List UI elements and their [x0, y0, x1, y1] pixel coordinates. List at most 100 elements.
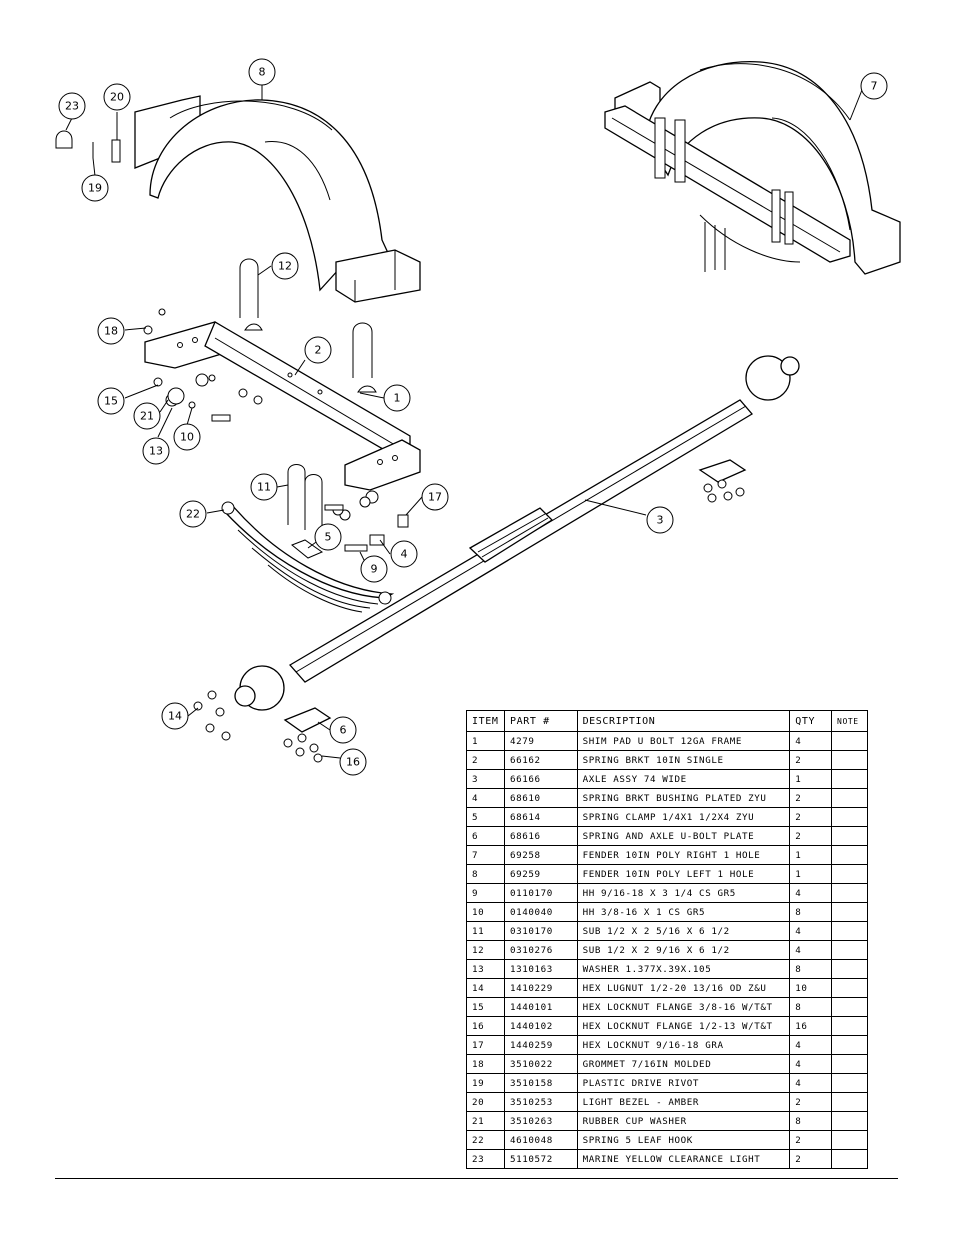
bom-cell-note: [831, 997, 868, 1017]
bom-cell-item: 6: [466, 826, 505, 846]
callout-3: 3: [646, 506, 674, 534]
bom-cell-note: [831, 788, 868, 808]
bom-cell-description: HEX LOCKNUT 9/16-18 GRA: [576, 1035, 791, 1055]
bom-cell-item: 18: [466, 1054, 505, 1074]
bom-cell-qty: 2: [789, 807, 833, 827]
bom-cell-description: SPRING CLAMP 1/4X1 1/2X4 ZYU: [576, 807, 791, 827]
bom-cell-part: 68610: [503, 788, 578, 808]
bom-cell-item: 16: [466, 1016, 505, 1036]
bom-cell-part: 68616: [503, 826, 578, 846]
bom-cell-part: 1440102: [503, 1016, 578, 1036]
bom-cell-description: AXLE ASSY 74 WIDE: [576, 769, 791, 789]
callout-8: 8: [248, 58, 276, 86]
bom-cell-item: 8: [466, 864, 505, 884]
callout-20: 20: [103, 83, 131, 111]
svg-text:19: 19: [88, 182, 102, 195]
callout-13: 13: [142, 437, 170, 465]
bom-cell-note: [831, 978, 868, 998]
bom-cell-item: 5: [466, 807, 505, 827]
u-bolts: [239, 258, 373, 530]
bom-cell-note: [831, 1035, 868, 1055]
bom-cell-note: [831, 902, 868, 922]
bom-cell-item: 13: [466, 959, 505, 979]
bom-cell-item: 2: [466, 750, 505, 770]
svg-text:2: 2: [315, 344, 322, 357]
bom-cell-description: PLASTIC DRIVE RIVOT: [576, 1073, 791, 1093]
bom-cell-qty: 2: [789, 788, 833, 808]
svg-text:7: 7: [871, 80, 878, 93]
bom-cell-part: 0310170: [503, 921, 578, 941]
bom-cell-qty: 4: [789, 731, 833, 751]
svg-text:1: 1: [394, 392, 401, 405]
callout-16: 16: [339, 748, 367, 776]
svg-text:11: 11: [257, 481, 271, 494]
callout-15: 15: [97, 387, 125, 415]
bom-cell-note: [831, 921, 868, 941]
svg-text:4: 4: [401, 548, 408, 561]
bom-cell-item: 15: [466, 997, 505, 1017]
bom-cell-part: 5110572: [503, 1149, 578, 1169]
bom-cell-qty: 4: [789, 883, 833, 903]
bom-cell-part: 1440259: [503, 1035, 578, 1055]
callout-22: 22: [179, 500, 207, 528]
bom-cell-description: SUB 1/2 X 2 9/16 X 6 1/2: [576, 940, 791, 960]
bom-cell-item: 21: [466, 1111, 505, 1131]
bom-cell-part: 1440101: [503, 997, 578, 1017]
svg-text:16: 16: [346, 756, 360, 769]
bottom-rule: [55, 1178, 898, 1179]
bom-cell-description: HH 3/8-16 X 1 CS GR5: [576, 902, 791, 922]
bom-cell-qty: 2: [789, 1130, 833, 1150]
svg-text:3: 3: [657, 514, 664, 527]
callout-1: 1: [383, 384, 411, 412]
bom-header-description: DESCRIPTION: [576, 710, 791, 732]
bom-cell-item: 14: [466, 978, 505, 998]
bom-cell-qty: 8: [789, 902, 833, 922]
bom-cell-description: HH 9/16-18 X 3 1/4 CS GR5: [576, 883, 791, 903]
svg-text:15: 15: [104, 395, 118, 408]
bom-cell-note: [831, 1073, 868, 1093]
bom-cell-qty: 1: [789, 769, 833, 789]
bom-cell-item: 23: [466, 1149, 505, 1169]
bom-cell-description: SPRING BRKT 10IN SINGLE: [576, 750, 791, 770]
bom-cell-item: 17: [466, 1035, 505, 1055]
bom-cell-qty: 8: [789, 959, 833, 979]
bom-cell-part: 3510158: [503, 1073, 578, 1093]
bom-cell-qty: 2: [789, 750, 833, 770]
bom-cell-part: 1410229: [503, 978, 578, 998]
bom-cell-part: 0310276: [503, 940, 578, 960]
callout-5: 5: [314, 523, 342, 551]
bom-cell-description: LIGHT BEZEL - AMBER: [576, 1092, 791, 1112]
bom-cell-description: FENDER 10IN POLY RIGHT 1 HOLE: [576, 845, 791, 865]
bom-cell-note: [831, 864, 868, 884]
bom-cell-description: MARINE YELLOW CLEARANCE LIGHT: [576, 1149, 791, 1169]
svg-text:9: 9: [371, 563, 378, 576]
bom-cell-note: [831, 750, 868, 770]
bom-cell-qty: 2: [789, 826, 833, 846]
bom-cell-note: [831, 1111, 868, 1131]
bom-cell-item: 7: [466, 845, 505, 865]
svg-text:5: 5: [325, 531, 332, 544]
svg-text:20: 20: [110, 91, 124, 104]
axle-assembly: [234, 355, 800, 733]
callout-18: 18: [97, 317, 125, 345]
svg-text:23: 23: [65, 100, 79, 113]
bom-cell-item: 11: [466, 921, 505, 941]
bom-cell-part: 66162: [503, 750, 578, 770]
svg-text:12: 12: [278, 260, 292, 273]
bom-cell-note: [831, 959, 868, 979]
leader-lines: [65, 85, 863, 759]
callout-2: 2: [304, 336, 332, 364]
